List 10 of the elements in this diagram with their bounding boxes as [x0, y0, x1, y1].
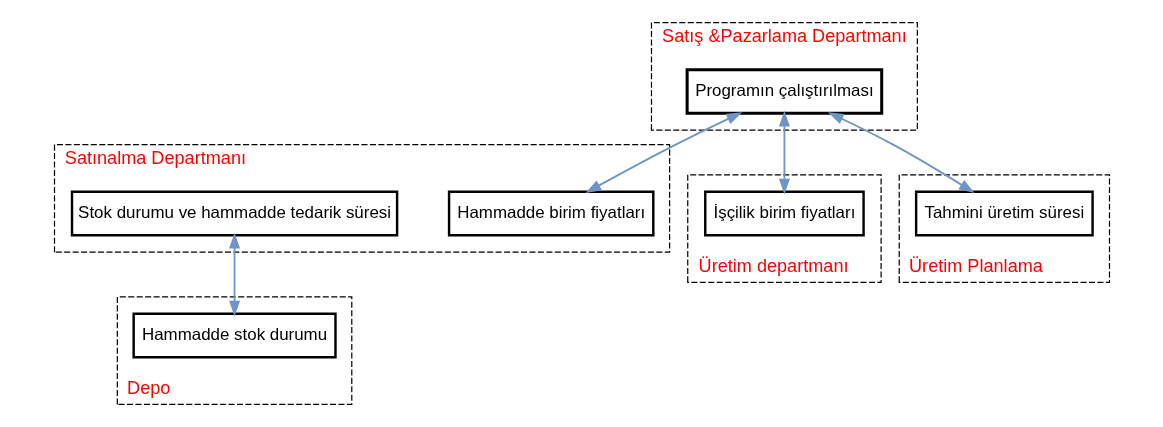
node-box: Hammadde birim fiyatları	[447, 190, 654, 237]
arrow	[827, 112, 975, 194]
node-box: Hammadde stok durumu	[131, 312, 337, 359]
arrow	[778, 110, 790, 195]
node-box: Programın çalıştırılması	[685, 68, 883, 115]
node-box: Stok durumu ve hammadde tedarik süresi	[70, 190, 398, 237]
node-box: Tahmini üretim süresi	[914, 190, 1094, 237]
node-box: İşçilik birim fiyatları	[703, 190, 865, 237]
arrow	[585, 112, 742, 193]
arrow	[228, 232, 240, 317]
